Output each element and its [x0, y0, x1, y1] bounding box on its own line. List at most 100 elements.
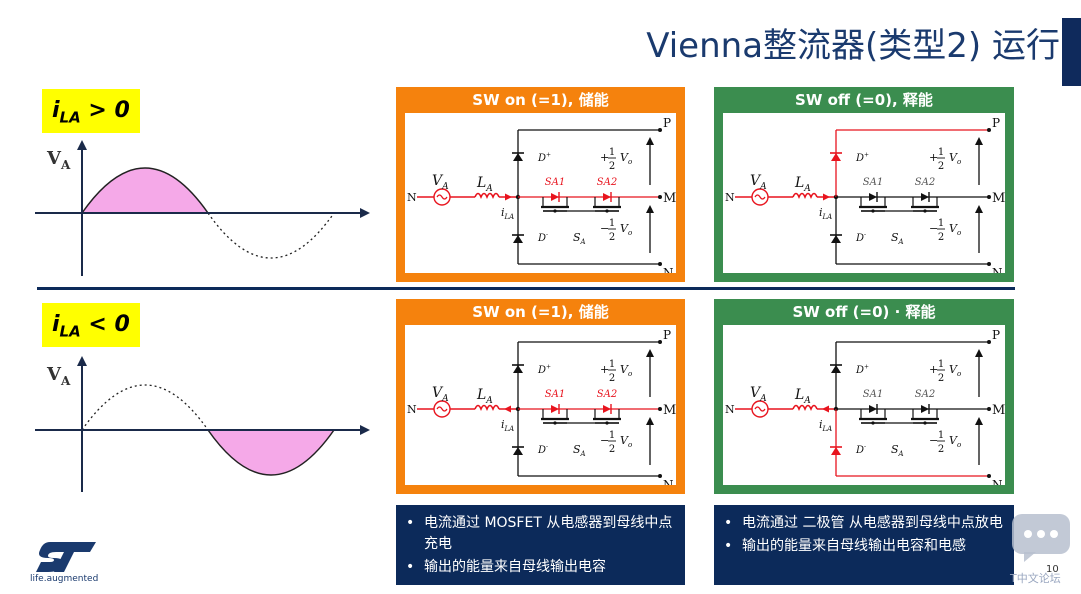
panel-title: SW off (=0), 释能 [795, 91, 933, 109]
diode-top-body [513, 153, 523, 161]
sine-glyph-icon [754, 194, 766, 200]
label-diode-bottom: D- [855, 232, 866, 245]
vo-top-den: 2 [609, 161, 615, 172]
inductor-coil-icon [792, 192, 818, 200]
node-n-dot [658, 262, 662, 266]
sine-curve-dotted [207, 212, 335, 259]
node-p: P [992, 328, 1000, 342]
y-axis-arrow-icon [77, 356, 87, 366]
condition-symbol: i [52, 312, 60, 337]
node-n-left: N [407, 191, 417, 204]
mosfet-sa1-body-diode [551, 405, 559, 413]
label-inductor: LA [794, 387, 811, 406]
info-bullet: 电流通过 MOSFET 从电感器到母线中点充电 [406, 513, 675, 555]
title-accent-bar [1062, 18, 1081, 86]
vo-top-sign: + [929, 151, 938, 164]
label-source: VA [750, 385, 767, 404]
label-diode-top: D+ [855, 152, 869, 165]
vo-bottom-den: 2 [938, 232, 944, 243]
node-n-right: N [992, 266, 1003, 273]
info-bullet: 输出的能量来自母线输出电容 [406, 557, 675, 578]
chat-bubble-icon [1012, 514, 1070, 562]
label-sa1: SA1 [863, 177, 883, 188]
condition-operator: > 0 [80, 98, 130, 123]
node-m: M [663, 191, 676, 206]
node-m-dot [987, 407, 991, 411]
node-m: M [992, 191, 1005, 206]
vo-top-sign: + [929, 363, 938, 376]
label-switch: SA [573, 231, 586, 246]
info-bullet: 电流通过 二极管 从电感器到母线中点放电 [724, 513, 1004, 534]
condition-label-negative: iLA < 0 [42, 303, 140, 347]
node-m-dot [658, 407, 662, 411]
diode-top-body [513, 365, 523, 373]
node-n-right: N [992, 478, 1003, 485]
node-n-left: N [407, 403, 417, 416]
mosfet-sa1-body-diode [869, 193, 877, 201]
label-sa1: SA1 [545, 177, 565, 188]
page-number: 10 [1046, 564, 1059, 575]
mosfet-sa2-body-diode [921, 405, 929, 413]
vo-bottom-den: 2 [609, 232, 615, 243]
label-sa1: SA1 [863, 389, 883, 400]
inductor-coil-icon [474, 404, 500, 412]
sine-curve-dotted [81, 384, 209, 431]
sine-curve-solid [81, 167, 209, 214]
sine-glyph-icon [436, 194, 448, 200]
inductor-coil-icon [474, 192, 500, 200]
condition-symbol: i [52, 98, 60, 123]
diode-bottom-body [831, 235, 841, 243]
node-n-dot [987, 262, 991, 266]
vo-top-den: 2 [609, 373, 615, 384]
node-n-left: N [725, 403, 735, 416]
vo-top-var: Vo [949, 363, 961, 378]
vo-top-num: 1 [609, 359, 615, 370]
mosfet-sa2-body-diode [603, 193, 611, 201]
inductor-coil-icon [792, 404, 818, 412]
current-arrow-icon [505, 193, 512, 201]
info-bullet: 输出的能量来自母线输出电容和电感 [724, 536, 1004, 557]
node-m-dot [987, 195, 991, 199]
label-sa2: SA2 [915, 177, 935, 188]
condition-operator: < 0 [80, 312, 130, 337]
label-diode-top: D+ [537, 364, 551, 377]
mosfet-sa1-body-diode [551, 193, 559, 201]
label-current: iLA [819, 206, 832, 221]
label-inductor: LA [794, 175, 811, 194]
vo-bottom-num: 1 [938, 218, 944, 229]
x-axis-arrow-icon [360, 425, 370, 435]
vo-bottom-sign: − [600, 222, 609, 235]
logo-tagline: life.augmented [30, 574, 99, 584]
vo-bottom-var: Vo [620, 434, 632, 449]
vo-bottom-var: Vo [620, 222, 632, 237]
info-box-sw-on: 电流通过 MOSFET 从电感器到母线中点充电 输出的能量来自母线输出电容 [396, 505, 685, 585]
panel-title: SW on (=1), 储能 [472, 303, 609, 321]
vo-top-num: 1 [938, 147, 944, 158]
vo-bottom-arrow-head [646, 417, 654, 425]
st-logo-mark [36, 542, 96, 572]
watermark: T中文论坛 [1010, 572, 1061, 585]
label-source: VA [432, 173, 449, 192]
label-current: iLA [501, 418, 514, 433]
diode-top-body [831, 365, 841, 373]
current-arrow-icon [504, 405, 511, 413]
label-diode-top: D+ [855, 364, 869, 377]
label-switch: SA [573, 443, 586, 458]
node-p: P [663, 328, 671, 342]
info-box-sw-off: 电流通过 二极管 从电感器到母线中点放电 输出的能量来自母线输出电容和电感 [714, 505, 1014, 585]
vo-bottom-den: 2 [938, 444, 944, 455]
vo-top-arrow-head [646, 137, 654, 145]
vo-top-arrow-head [975, 349, 983, 357]
label-switch: SA [891, 443, 904, 458]
label-inductor: LA [476, 387, 493, 406]
node-p: P [992, 116, 1000, 130]
current-arrow-icon [822, 405, 829, 413]
vo-top-sign: + [600, 363, 609, 376]
vo-top-arrow-head [975, 137, 983, 145]
